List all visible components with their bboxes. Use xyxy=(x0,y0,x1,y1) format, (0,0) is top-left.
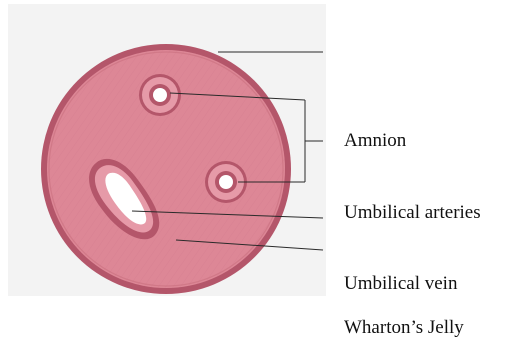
label-whartons-jelly: Wharton’s Jelly xyxy=(344,318,464,337)
label-umbilical-vein: Umbilical vein xyxy=(344,274,457,293)
umbilical-artery-top xyxy=(139,74,181,116)
label-umbilical-arteries: Umbilical arteries xyxy=(344,203,481,222)
label-amnion: Amnion xyxy=(344,131,406,150)
